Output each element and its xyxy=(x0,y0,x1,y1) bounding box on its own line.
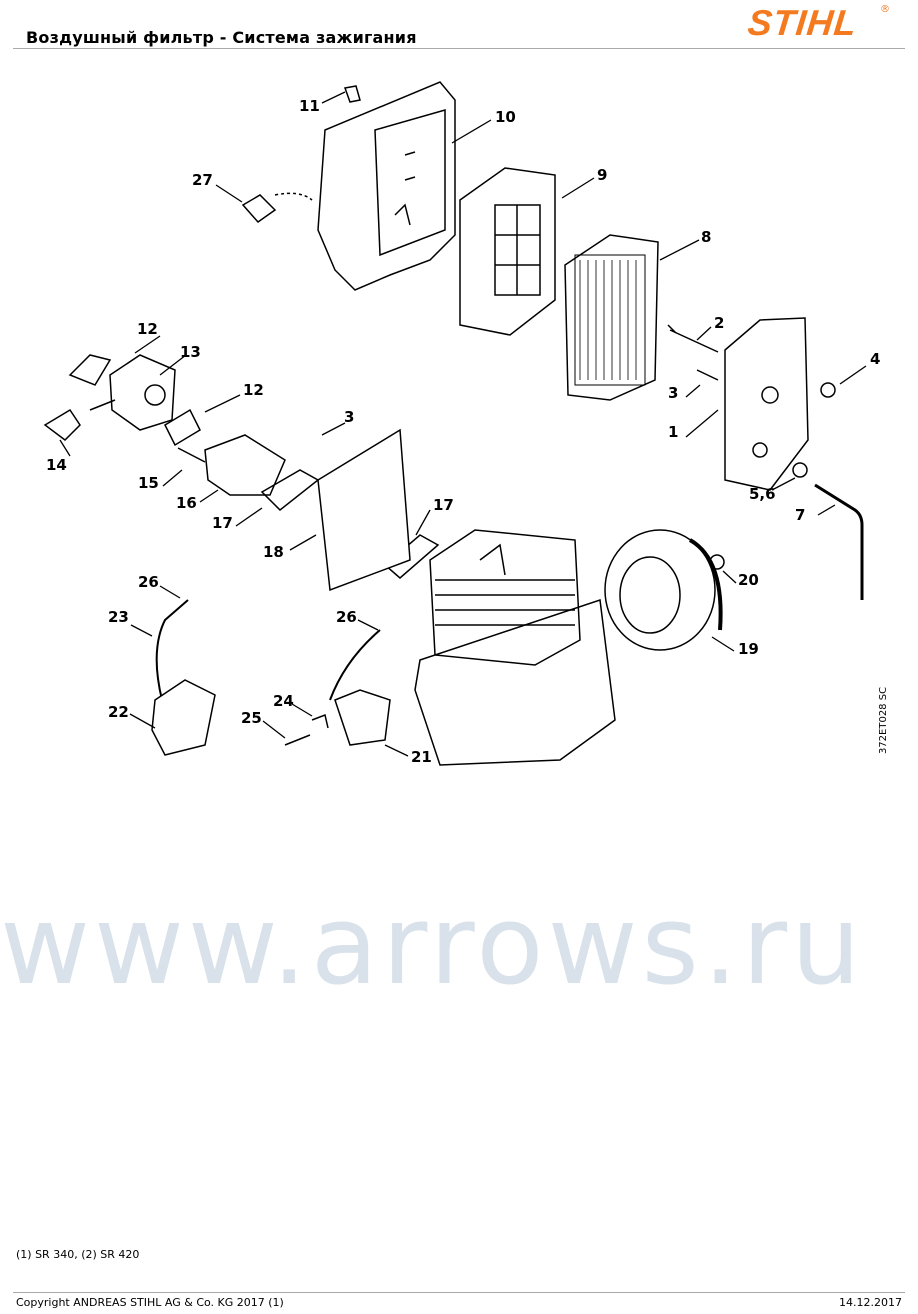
callout-4: 4 xyxy=(870,350,881,368)
engine-block xyxy=(414,529,616,766)
callout-26: 26 xyxy=(138,573,159,591)
callout-13: 13 xyxy=(180,343,201,361)
callout-8: 8 xyxy=(701,228,712,246)
copyright: Copyright ANDREAS STIHL AG & Co. KG 2017… xyxy=(16,1296,284,1309)
screw xyxy=(696,369,719,381)
screw xyxy=(343,85,361,103)
flywheel xyxy=(604,529,723,651)
screw xyxy=(177,447,206,463)
air-filter-cover xyxy=(317,81,456,291)
callout-12b: 12 xyxy=(243,381,264,399)
callout-2: 2 xyxy=(714,314,725,332)
drawing-code: 372ET028 SC xyxy=(878,686,890,755)
knob xyxy=(43,408,81,441)
nut xyxy=(709,554,725,570)
callout-11: 11 xyxy=(299,97,320,115)
gasket xyxy=(68,354,112,386)
registered-mark: ® xyxy=(880,4,890,15)
callout-23: 23 xyxy=(108,608,129,626)
hose xyxy=(814,483,864,600)
callout-14: 14 xyxy=(46,456,67,474)
callout-27: 27 xyxy=(192,171,213,189)
callout-21: 21 xyxy=(411,748,432,766)
intake-manifold xyxy=(204,434,286,496)
ignition-module xyxy=(334,689,391,746)
callout-3: 3 xyxy=(668,384,679,402)
nut xyxy=(820,382,836,398)
leader-lines xyxy=(59,91,867,757)
heat-shield xyxy=(317,428,411,592)
watermark: www.arrows.ru xyxy=(0,881,865,1009)
callout-17b: 17 xyxy=(212,514,233,532)
page-title: Воздушный фильтр - Система зажигания xyxy=(26,28,417,47)
callout-5-6: 5,6 xyxy=(749,485,776,503)
callout-10: 10 xyxy=(495,108,516,126)
callout-20: 20 xyxy=(738,571,759,589)
filter-element xyxy=(564,234,659,401)
model-note: (1) SR 340, (2) SR 420 xyxy=(16,1248,140,1261)
screw xyxy=(284,734,311,746)
callout-12: 12 xyxy=(137,320,158,338)
callout-15: 15 xyxy=(138,474,159,492)
parts-diagram xyxy=(43,81,867,766)
wire xyxy=(155,599,189,701)
callout-24: 24 xyxy=(273,692,294,710)
gasket xyxy=(164,408,201,447)
date: 14.12.2017 xyxy=(839,1296,902,1309)
wire xyxy=(329,629,381,701)
callout-7: 7 xyxy=(795,506,806,524)
long-screw xyxy=(667,324,719,353)
footer-divider xyxy=(13,1292,905,1293)
callout-9: 9 xyxy=(597,166,608,184)
carburetor xyxy=(89,354,176,431)
callout-25: 25 xyxy=(241,709,262,727)
washer xyxy=(311,713,329,729)
sticker xyxy=(241,192,313,224)
callout-19: 19 xyxy=(738,640,759,658)
callout-22: 22 xyxy=(108,703,129,721)
callout-26b: 26 xyxy=(336,608,357,626)
callout-17: 17 xyxy=(433,496,454,514)
callout-18: 18 xyxy=(263,543,284,561)
grommet xyxy=(792,462,808,478)
prefilter-frame xyxy=(459,167,556,336)
header-divider xyxy=(13,48,905,49)
callout-16: 16 xyxy=(176,494,197,512)
callout-1: 1 xyxy=(668,423,679,441)
air-filter-base xyxy=(724,317,809,491)
ignition-module xyxy=(151,679,216,756)
callout-3b: 3 xyxy=(344,408,355,426)
